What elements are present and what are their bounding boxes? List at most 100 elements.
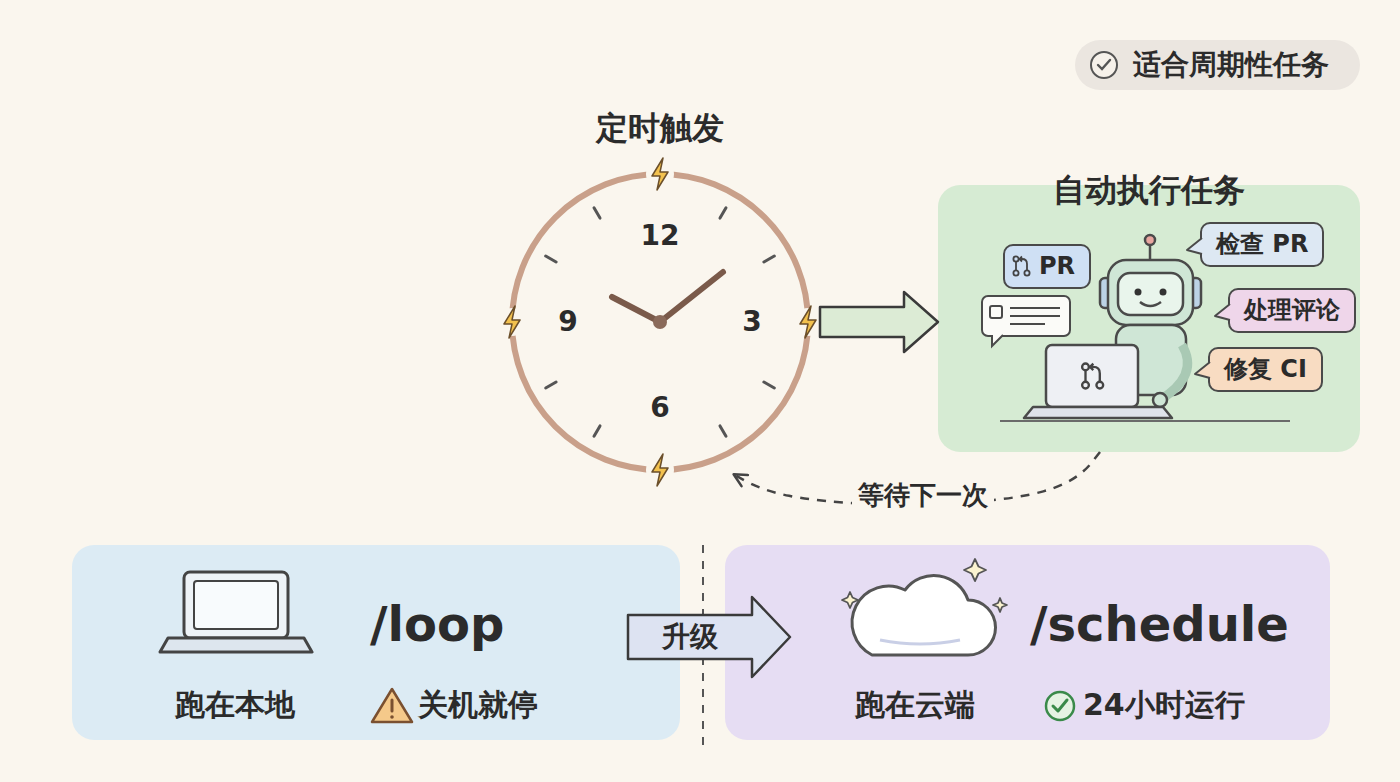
pr-git-icon — [1013, 256, 1029, 275]
laptop-figure — [1000, 420, 1290, 422]
clock-ticks — [764, 256, 774, 262]
lightning-bolt — [504, 306, 520, 338]
robot-figure — [1135, 289, 1142, 296]
warning-icon — [372, 689, 412, 722]
speech-bubble: 检查 PR — [1200, 222, 1324, 267]
robot-figure — [1153, 393, 1167, 407]
trigger-arrow — [820, 292, 938, 352]
laptop-figure — [1046, 345, 1138, 407]
robot-figure — [1116, 325, 1186, 395]
laptop-icon — [184, 572, 288, 638]
warning-icon — [391, 700, 394, 711]
sparkle-icon — [964, 559, 986, 581]
speech-tail — [1187, 238, 1202, 254]
lightning-bolt — [794, 308, 822, 336]
cloud-icon — [880, 640, 960, 644]
clock-ticks — [720, 426, 726, 436]
clock-ticks — [546, 382, 556, 388]
speech-bubble: 处理评论 — [1228, 288, 1356, 333]
sparkle-icon — [842, 592, 858, 608]
lightning-bolt — [800, 306, 816, 338]
laptop-icon — [194, 581, 278, 629]
clock-node: 定时触发 12 3 6 9 — [500, 108, 820, 475]
robot-figure — [1160, 345, 1188, 400]
cloud-icon — [852, 575, 995, 655]
laptop-figure — [1082, 364, 1103, 389]
speech-tail — [1187, 238, 1230, 378]
node-label: 修复 CI — [1224, 355, 1307, 384]
robot-figure — [1100, 235, 1201, 407]
speech-tail — [1195, 362, 1210, 378]
check-seal-icon — [1098, 60, 1110, 69]
node-label: 处理评论 — [1244, 296, 1340, 325]
laptop-icon — [160, 572, 312, 652]
robot-figure — [1100, 278, 1112, 308]
laptop-icon — [160, 638, 312, 652]
clock-number: 3 — [742, 305, 761, 339]
clock-number: 9 — [558, 305, 577, 339]
chat-icon — [982, 296, 1070, 346]
lightning-bolt — [646, 160, 674, 188]
chat-icon — [1010, 323, 1045, 325]
cloud-panel: /schedule 跑在云端 24小时运行 — [725, 545, 1330, 740]
lightning-bolt — [498, 308, 526, 336]
status-note: 24小时运行 — [1083, 687, 1245, 723]
panel-title: 自动执行任务 — [1053, 171, 1245, 209]
cloud-icon — [852, 575, 995, 655]
lightning-bolt — [646, 456, 674, 484]
clock-ticks — [594, 208, 600, 218]
robot-figure — [1108, 260, 1193, 325]
edge-label: 等待下一次 — [852, 481, 994, 512]
clock-hands — [660, 272, 723, 322]
check-circle-icon — [1046, 692, 1074, 720]
warning-note: 关机就停 — [418, 687, 538, 723]
clock-ticks — [546, 256, 556, 262]
clock-hands — [612, 272, 723, 329]
clock-hands — [653, 315, 667, 329]
chat-icon — [982, 296, 1070, 336]
clock-ticks — [594, 426, 600, 436]
warning-icon — [372, 689, 412, 722]
clock-number: 12 — [641, 219, 680, 253]
laptop-figure — [1024, 407, 1172, 418]
check-seal-icon — [1091, 52, 1117, 78]
pr-tag: PR — [1003, 244, 1091, 289]
check-circle-icon — [1053, 700, 1067, 711]
node-label: PR — [1039, 252, 1075, 281]
chat-icon — [1010, 315, 1060, 317]
robot-figure — [1149, 244, 1152, 260]
pr-git-icon — [1013, 256, 1029, 275]
edge-label: 升级 — [656, 620, 724, 654]
robot-figure — [1145, 235, 1155, 245]
lightning-bolt — [652, 454, 668, 486]
panel-caption: 跑在云端 — [855, 687, 975, 723]
check-circle-icon — [1046, 692, 1074, 720]
warning-icon — [390, 715, 394, 719]
clock-ticks — [764, 382, 774, 388]
command-name: /loop — [370, 596, 504, 654]
speech-tail — [1215, 304, 1230, 320]
sparkle-icon — [842, 559, 1007, 612]
robot-figure — [1118, 273, 1183, 315]
clock-hands — [612, 297, 660, 322]
robot-figure — [1140, 302, 1161, 306]
task-panel: PR检查 PR处理评论修复 CI自动执行任务 — [938, 185, 1360, 452]
speech-bubble: 修复 CI — [1208, 347, 1323, 392]
check-seal-icon — [1091, 52, 1117, 78]
local-panel: /loop 跑在本地 关机就停 — [72, 545, 680, 740]
lightning-bolt — [498, 158, 822, 486]
sparkle-icon — [993, 598, 1007, 612]
robot-figure — [1189, 278, 1201, 308]
command-name: /schedule — [1030, 596, 1289, 654]
chat-icon — [990, 306, 1002, 318]
tag-badge: 适合周期性任务 — [1075, 40, 1360, 90]
clock-number: 6 — [650, 391, 669, 425]
node-label: 检查 PR — [1216, 230, 1308, 259]
lightning-bolt — [652, 158, 668, 190]
robot-figure — [1160, 289, 1167, 296]
clock-title: 定时触发 — [596, 109, 724, 147]
panel-caption: 跑在本地 — [175, 687, 295, 723]
laptop-figure — [1000, 345, 1290, 421]
clock-ticks — [546, 208, 775, 437]
clock-ticks — [720, 208, 726, 218]
